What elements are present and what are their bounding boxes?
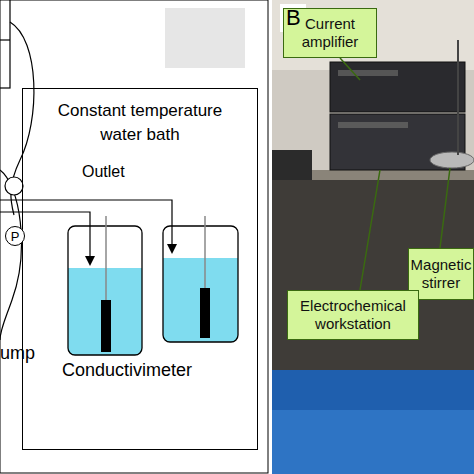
node-text: Constant temperature water bath <box>40 99 240 147</box>
electrode <box>101 300 111 352</box>
leader-line <box>440 168 450 248</box>
instrument-label: Conductivimeter <box>62 360 192 381</box>
electrode-wire <box>204 216 206 290</box>
node-text: Electrochemical workstation <box>291 297 415 333</box>
blank-patch <box>165 8 245 68</box>
stand-rod <box>457 40 459 155</box>
leader-line <box>340 58 360 80</box>
tube <box>0 170 21 340</box>
flow-line <box>0 212 90 262</box>
reservoir-divider <box>0 39 10 40</box>
callout-box: Electrochemical workstation <box>287 290 419 340</box>
water-bath-box: Constant temperature water bath <box>22 88 258 450</box>
pump-gauge-circle: P <box>5 226 25 246</box>
beaker <box>163 226 238 342</box>
node-text: Magnetic stirrer <box>411 256 472 292</box>
device-panel <box>338 70 398 76</box>
flow-label: Outlet <box>82 163 125 181</box>
pump-label: ump <box>0 343 35 364</box>
photo-wall <box>272 0 474 70</box>
reservoir <box>0 0 10 88</box>
stirrer-device <box>430 152 474 168</box>
panel-letter: B <box>286 5 301 31</box>
flow-line <box>0 200 172 250</box>
arrow-head <box>85 256 95 266</box>
photo-wall <box>272 0 474 474</box>
arrow-head <box>167 244 177 254</box>
panel-border <box>0 0 268 473</box>
device-panel <box>338 122 408 128</box>
water <box>163 258 238 342</box>
electrode <box>200 288 210 338</box>
cabinet <box>272 410 474 474</box>
leader-line <box>360 170 380 290</box>
node-text: P <box>11 230 20 243</box>
beaker <box>68 226 142 355</box>
pressure-gauge <box>5 177 23 195</box>
water <box>68 268 142 355</box>
electrode-wire <box>105 216 107 305</box>
cabinet <box>272 370 474 474</box>
